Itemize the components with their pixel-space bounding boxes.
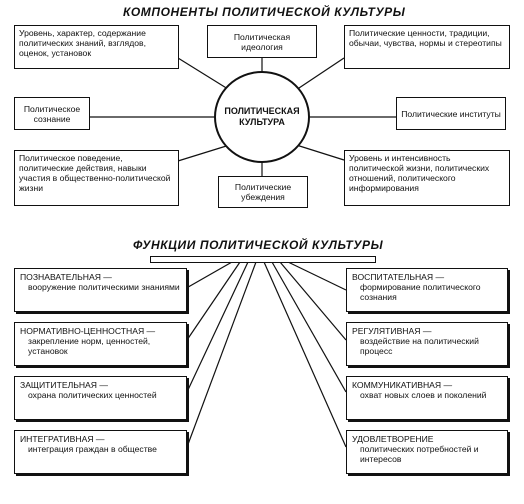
component-relations: Уровень и интенсивность политической жиз… xyxy=(344,150,510,206)
fan-line-right-3 xyxy=(271,261,347,393)
function-name: УДОВЛЕТВОРЕНИЕ xyxy=(352,434,434,444)
function-regulative: РЕГУЛЯТИВНАЯ — воздействие на политическ… xyxy=(346,322,508,366)
component-knowledge: Уровень, характер, содержание политическ… xyxy=(14,25,179,69)
function-desc: вооружение политическими знаниями xyxy=(28,282,180,292)
function-educational: ВОСПИТАТЕЛЬНАЯ — формирование политическ… xyxy=(346,268,508,312)
function-desc: охрана политических ценностей xyxy=(28,390,157,400)
function-integrative: ИНТЕГРАТИВНАЯ — интеграция граждан в общ… xyxy=(14,430,187,474)
function-desc: политических потребностей и интересов xyxy=(360,444,479,464)
fan-line-left-2 xyxy=(186,261,241,341)
fan-line-right-2 xyxy=(279,261,347,341)
component-values: Политические ценности, традиции, обычаи,… xyxy=(344,25,510,69)
function-satisfaction: УДОВЛЕТВОРЕНИЕ политических потребностей… xyxy=(346,430,508,474)
fan-line-left-4 xyxy=(186,261,257,448)
functions-bar xyxy=(150,256,376,263)
function-cognitive: ПОЗНАВАТЕЛЬНАЯ — вооружение политическим… xyxy=(14,268,187,312)
fan-line-left-1 xyxy=(182,261,233,291)
function-protective: ЗАЩИТИТЕЛЬНАЯ — охрана политических ценн… xyxy=(14,376,187,420)
functions-title: ФУНКЦИИ ПОЛИТИЧЕСКОЙ КУЛЬТУРЫ xyxy=(133,238,384,252)
function-name: ПОЗНАВАТЕЛЬНАЯ — xyxy=(20,272,112,282)
center-political-culture: ПОЛИТИЧЕСКАЯ КУЛЬТУРА xyxy=(214,71,310,163)
function-normative: НОРМАТИВНО-ЦЕННОСТНАЯ — закрепление норм… xyxy=(14,322,187,366)
component-institutes: Политические институты xyxy=(396,97,506,130)
function-name: НОРМАТИВНО-ЦЕННОСТНАЯ — xyxy=(20,326,156,336)
function-name: ИНТЕГРАТИВНАЯ — xyxy=(20,434,105,444)
function-desc: интеграция граждан в обществе xyxy=(28,444,157,454)
component-ideology: Политическая идеология xyxy=(207,25,317,58)
function-name: КОММУНИКАТИВНАЯ — xyxy=(352,380,453,390)
function-desc: формирование политического сознания xyxy=(360,282,481,302)
function-desc: закрепление норм, ценностей, установок xyxy=(28,336,151,356)
component-behavior: Политическое поведение, политические дей… xyxy=(14,150,179,206)
fan-line-left-3 xyxy=(186,261,249,393)
component-consciousness: Политическое сознание xyxy=(14,97,90,130)
function-desc: охват новых слоев и поколений xyxy=(360,390,487,400)
function-name: РЕГУЛЯТИВНАЯ — xyxy=(352,326,432,336)
function-name: ВОСПИТАТЕЛЬНАЯ — xyxy=(352,272,445,282)
fan-line-right-1 xyxy=(287,261,347,291)
components-title: КОМПОНЕНТЫ ПОЛИТИЧЕСКОЙ КУЛЬТУРЫ xyxy=(123,5,406,19)
component-beliefs: Политические убеждения xyxy=(218,176,308,208)
function-communicative: КОММУНИКАТИВНАЯ — охват новых слоев и по… xyxy=(346,376,508,420)
function-name: ЗАЩИТИТЕЛЬНАЯ — xyxy=(20,380,108,390)
function-desc: воздействие на политический процесс xyxy=(360,336,479,356)
fan-line-right-4 xyxy=(263,261,347,448)
